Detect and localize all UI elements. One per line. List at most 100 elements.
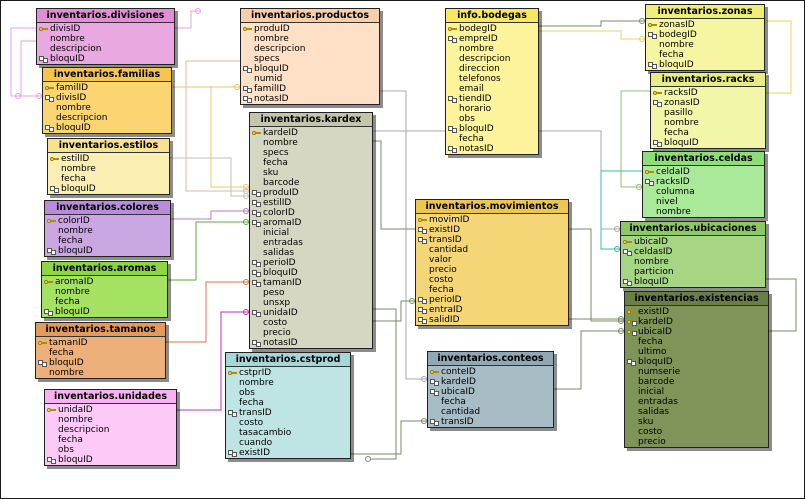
- field-row[interactable]: nombre: [43, 103, 171, 113]
- relationship-line[interactable]: [766, 278, 797, 332]
- table-title[interactable]: inventarios.ubicaciones: [621, 222, 765, 236]
- field-row[interactable]: obs: [226, 388, 350, 398]
- field-row[interactable]: direccion: [446, 64, 538, 74]
- relationship-line[interactable]: [371, 308, 397, 460]
- field-row[interactable]: notasID: [250, 338, 372, 348]
- field-row[interactable]: precio: [250, 328, 372, 338]
- field-row[interactable]: zonasID: [651, 98, 765, 108]
- field-row[interactable]: tamanID: [250, 278, 372, 288]
- field-row[interactable]: nombre: [37, 34, 174, 44]
- field-row[interactable]: bloquID: [250, 268, 372, 278]
- field-row[interactable]: nombre: [226, 378, 350, 388]
- field-row[interactable]: bloquID: [43, 123, 171, 133]
- field-row[interactable]: kardeID: [428, 377, 553, 387]
- relationship-line[interactable]: [620, 90, 650, 188]
- field-row[interactable]: bloquID: [45, 455, 176, 465]
- field-row[interactable]: precio: [416, 265, 568, 275]
- field-row[interactable]: barcode: [625, 377, 768, 387]
- field-row[interactable]: celdaID: [643, 167, 764, 177]
- field-row[interactable]: familID: [241, 84, 379, 94]
- field-row[interactable]: fecha: [428, 397, 553, 407]
- field-row[interactable]: aromaID: [250, 218, 372, 228]
- relationship-line[interactable]: [600, 170, 642, 250]
- relationship-line[interactable]: [373, 300, 415, 322]
- table-title[interactable]: inventarios.movimientos: [416, 200, 568, 214]
- field-row[interactable]: bloquID: [621, 277, 765, 287]
- field-row[interactable]: estilID: [250, 198, 372, 208]
- relationship-line[interactable]: [351, 420, 427, 455]
- field-row[interactable]: cstprID: [226, 368, 350, 378]
- relationship-line[interactable]: [168, 221, 249, 281]
- table-title[interactable]: inventarios.colores: [45, 201, 170, 215]
- field-row[interactable]: existID: [625, 307, 768, 317]
- table-title[interactable]: inventarios.cstprod: [226, 353, 350, 367]
- relationship-line[interactable]: [166, 281, 249, 343]
- field-row[interactable]: unidaID: [45, 405, 176, 415]
- field-row[interactable]: racksID: [651, 88, 765, 98]
- table-title[interactable]: inventarios.aromas: [42, 262, 167, 276]
- relationship-line[interactable]: [539, 20, 645, 27]
- relationship-line[interactable]: [177, 311, 249, 411]
- field-row[interactable]: sku: [250, 168, 372, 178]
- field-row[interactable]: transID: [416, 235, 568, 245]
- field-row[interactable]: obs: [45, 445, 176, 455]
- field-row[interactable]: fecha: [45, 236, 170, 246]
- relationship-line[interactable]: [20, 40, 36, 96]
- field-row[interactable]: produID: [250, 188, 372, 198]
- field-row[interactable]: nombre: [446, 44, 538, 54]
- field-row[interactable]: fecha: [416, 285, 568, 295]
- field-row[interactable]: nombre: [250, 138, 372, 148]
- field-row[interactable]: bloquID: [446, 124, 538, 134]
- field-row[interactable]: entradas: [625, 397, 768, 407]
- field-row[interactable]: specs: [241, 54, 379, 64]
- field-row[interactable]: costo: [226, 418, 350, 428]
- field-row[interactable]: obs: [446, 114, 538, 124]
- field-row[interactable]: fecha: [45, 435, 176, 445]
- field-row[interactable]: descripcion: [241, 44, 379, 54]
- field-row[interactable]: produID: [241, 24, 379, 34]
- field-row[interactable]: ubicaID: [621, 237, 765, 247]
- field-row[interactable]: existID: [416, 225, 568, 235]
- field-row[interactable]: unidaID: [250, 308, 372, 318]
- relationship-line[interactable]: [539, 30, 645, 40]
- relationship-line[interactable]: [373, 140, 415, 230]
- field-row[interactable]: tasacambio: [226, 428, 350, 438]
- table-title[interactable]: inventarios.productos: [241, 9, 379, 23]
- field-row[interactable]: tiendID: [446, 94, 538, 104]
- field-row[interactable]: salidID: [416, 315, 568, 325]
- field-row[interactable]: bloquID: [36, 358, 165, 368]
- field-row[interactable]: bloquID: [42, 307, 167, 317]
- field-row[interactable]: particion: [621, 267, 765, 277]
- field-row[interactable]: descripcion: [43, 113, 171, 123]
- field-row[interactable]: bloquID: [625, 357, 768, 367]
- field-row[interactable]: entradas: [250, 238, 372, 248]
- field-row[interactable]: nombre: [651, 118, 765, 128]
- field-row[interactable]: nombre: [36, 368, 165, 378]
- field-row[interactable]: aromaID: [42, 277, 167, 287]
- field-row[interactable]: fecha: [42, 297, 167, 307]
- field-row[interactable]: descripcion: [37, 44, 174, 54]
- field-row[interactable]: bloquID: [45, 246, 170, 256]
- field-row[interactable]: transID: [226, 408, 350, 418]
- field-row[interactable]: divisID: [37, 24, 174, 34]
- field-row[interactable]: nombre: [646, 40, 764, 50]
- relationship-line[interactable]: [569, 228, 624, 322]
- field-row[interactable]: racksID: [643, 177, 764, 187]
- table-title[interactable]: info.bodegas: [446, 9, 538, 23]
- field-row[interactable]: bloquID: [241, 64, 379, 74]
- field-row[interactable]: horario: [446, 104, 538, 114]
- field-row[interactable]: salidas: [625, 407, 768, 417]
- field-row[interactable]: tamanID: [36, 338, 165, 348]
- field-row[interactable]: numid: [241, 74, 379, 84]
- field-row[interactable]: bloquID: [37, 54, 174, 64]
- field-row[interactable]: barcode: [250, 178, 372, 188]
